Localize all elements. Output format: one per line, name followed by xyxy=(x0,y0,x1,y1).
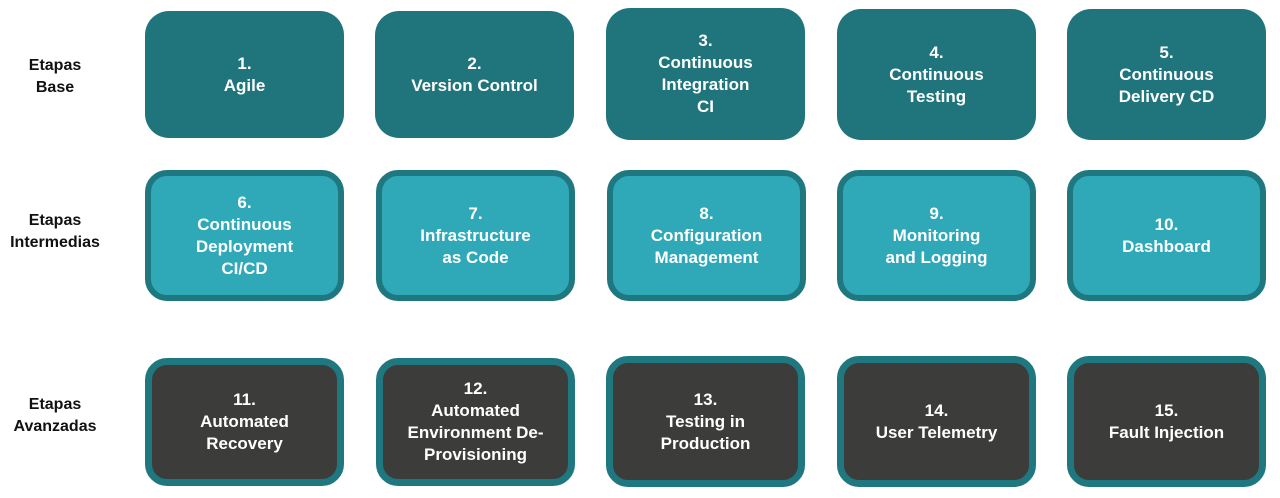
stage-title: Monitoring xyxy=(892,225,981,245)
stage-11-automated-recovery: 11. Automated Recovery xyxy=(145,358,344,486)
stage-title: Testing in xyxy=(665,411,745,431)
stage-title: Dashboard xyxy=(1122,236,1211,256)
stage-6-continuous-deployment: 6. Continuous Deployment CI/CD xyxy=(145,170,344,301)
row-label-line: Etapas xyxy=(28,396,82,413)
stage-number: 9. xyxy=(929,203,944,223)
stage-title: Recovery xyxy=(206,434,283,453)
stage-title: Environment De- xyxy=(407,423,544,442)
stage-9-monitoring-and-logging: 9. Monitoring and Logging xyxy=(837,170,1036,301)
stage-number: 12. xyxy=(463,379,488,398)
row-label-advanced: Etapas Avanzadas xyxy=(0,394,110,438)
stage-5-continuous-delivery: 5. Continuous Delivery CD xyxy=(1067,9,1266,140)
stage-12-automated-environment-deprovisioning: 12. Automated Environment De- Provisioni… xyxy=(376,358,575,486)
stage-number: 1. xyxy=(237,53,252,73)
stage-2-version-control: 2. Version Control xyxy=(375,11,574,138)
stage-title: Deployment xyxy=(195,236,294,256)
stage-number: 13. xyxy=(693,389,718,409)
stage-title: Provisioning xyxy=(424,445,527,464)
stage-title: Management xyxy=(654,247,759,267)
stage-14-user-telemetry: 14. User Telemetry xyxy=(837,356,1036,487)
stage-7-infrastructure-as-code: 7. Infrastructure as Code xyxy=(376,170,575,301)
stage-title: Configuration xyxy=(650,225,763,245)
stage-13-testing-in-production: 13. Testing in Production xyxy=(606,356,805,487)
stage-number: 5. xyxy=(1159,42,1174,62)
stage-number: 2. xyxy=(467,53,482,73)
stage-8-configuration-management: 8. Configuration Management xyxy=(607,170,806,301)
stage-number: 4. xyxy=(929,42,944,62)
stage-title: CI xyxy=(697,97,714,116)
stage-title: Continuous xyxy=(889,64,984,84)
stage-title: Version Control xyxy=(411,75,538,95)
row-label-line: Base xyxy=(35,79,75,96)
row-label-base: Etapas Base xyxy=(0,55,110,99)
stage-title: CI/CD xyxy=(221,258,268,278)
stage-title: Testing xyxy=(906,86,967,106)
stage-number: 6. xyxy=(237,192,252,212)
stage-number: 7. xyxy=(468,203,483,223)
row-label-line: Intermedias xyxy=(10,234,100,251)
stage-title: Production xyxy=(660,433,751,453)
stage-number: 3. xyxy=(698,31,713,50)
stage-title: and Logging xyxy=(885,247,988,267)
row-label-line: Etapas xyxy=(28,212,82,229)
row-label-line: Avanzadas xyxy=(13,418,97,435)
stage-number: 8. xyxy=(699,203,714,223)
stage-15-fault-injection: 15. Fault Injection xyxy=(1067,356,1266,487)
stage-10-dashboard: 10. Dashboard xyxy=(1067,170,1266,301)
stage-3-continuous-integration: 3. Continuous Integration CI xyxy=(606,8,805,140)
stage-title: User Telemetry xyxy=(875,422,998,442)
stage-number: 10. xyxy=(1154,214,1179,234)
stage-title: Integration xyxy=(661,75,750,94)
row-label-intermediate: Etapas Intermedias xyxy=(0,210,110,254)
stage-title: as Code xyxy=(442,247,509,267)
stage-number: 15. xyxy=(1154,400,1179,420)
stage-title: Continuous xyxy=(197,214,292,234)
stage-number: 11. xyxy=(233,390,256,409)
stage-title: Agile xyxy=(223,75,266,95)
stage-number: 14. xyxy=(924,400,949,420)
row-label-line: Etapas xyxy=(28,57,82,74)
stage-title: Continuous xyxy=(658,53,753,72)
stage-title: Infrastructure xyxy=(420,225,531,245)
stage-title: Delivery CD xyxy=(1118,86,1215,106)
stage-title: Fault Injection xyxy=(1108,422,1225,442)
stage-title: Automated xyxy=(200,412,289,431)
stage-title: Automated xyxy=(431,401,520,420)
stage-title: Continuous xyxy=(1119,64,1214,84)
stage-4-continuous-testing: 4. Continuous Testing xyxy=(837,9,1036,140)
stage-1-agile: 1. Agile xyxy=(145,11,344,138)
